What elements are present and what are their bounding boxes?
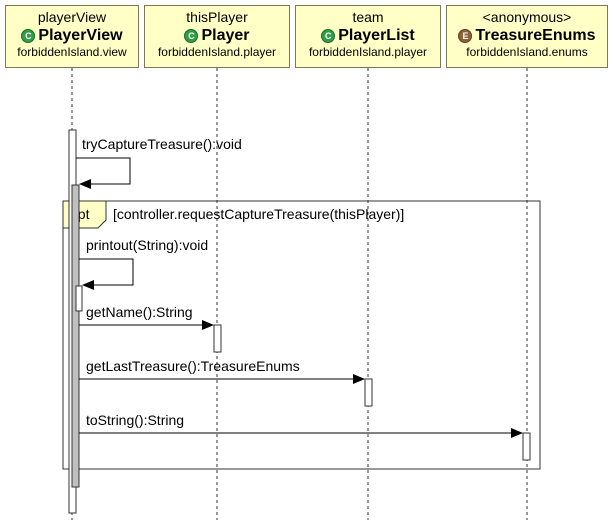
lifeline-role: playerView [37,9,107,25]
message-label: printout(String):void [86,237,208,253]
message-label: getName():String [86,304,193,320]
lifeline-class-name: PlayerList [338,27,415,44]
self-message-arrow [79,258,134,286]
self-message-arrow [76,157,131,185]
class-icon: C [321,29,336,43]
arrow-head [353,374,365,384]
arrow-head [79,179,91,189]
lifeline-package: forbiddenIsland.player [308,45,428,59]
lifeline-package: forbiddenIsland.player [157,45,277,59]
class-icon: C [184,29,199,43]
enum-icon: E [458,29,473,43]
activation-thisplayer [213,324,222,353]
lifeline-class-name: TreasureEnums [475,27,596,44]
lifeline-role: team [352,9,384,25]
activation-playerview-trycapture [71,184,80,488]
lifeline-package: forbiddenIsland.view [17,45,127,59]
class-icon: C [21,29,36,43]
message-label: toString():String [86,412,184,428]
lifeline-package: forbiddenIsland.enums [466,45,588,59]
arrow-head [82,280,94,290]
activation-team [364,378,373,407]
activation-playerview-printout [75,285,83,312]
message-label: tryCaptureTreasure():void [82,136,242,152]
lifeline-class-name: PlayerView [38,27,123,44]
message-label: getLastTreasure():TreasureEnums [86,358,300,374]
lifeline-role: thisPlayer [186,9,248,25]
opt-guard: [controller.requestCaptureTreasure(thisP… [113,206,404,222]
lifeline-class-name: Player [201,27,250,44]
opt-fragment [62,200,541,470]
activation-anonymous [522,432,531,461]
arrow-head [202,320,214,330]
arrow-head [511,428,523,438]
lifeline-role: <anonymous> [482,9,572,25]
